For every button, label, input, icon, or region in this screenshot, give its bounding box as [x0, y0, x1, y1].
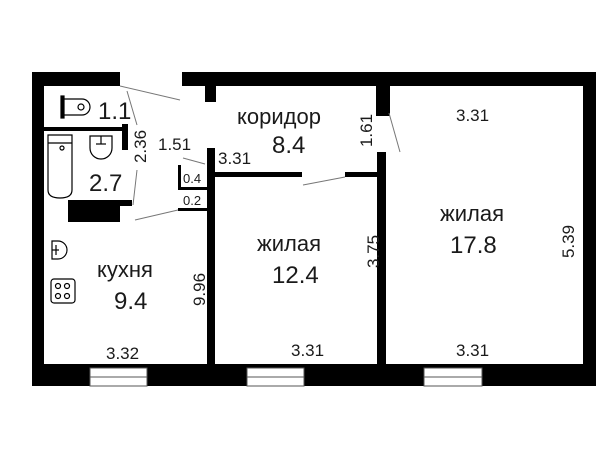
dim-living2-side: 5.39: [559, 224, 579, 259]
dim-living1-bottom: 3.31: [291, 341, 325, 360]
living2-area: 17.8: [450, 232, 497, 259]
wc-area: 1.1: [98, 98, 132, 125]
kitchen-name: кухня: [97, 257, 153, 282]
bathroom-area: 2.7: [89, 170, 123, 197]
living1-name: жилая: [257, 231, 321, 256]
dim-corridor-side: 1.61: [357, 113, 377, 148]
living2-name: жилая: [440, 201, 504, 226]
fixtures: [47, 95, 113, 304]
door-lines: [119, 85, 401, 221]
dim-living2-bottom: 3.31: [456, 341, 490, 360]
corridor-name: коридор: [237, 104, 321, 129]
dim-bath-wall: 2.36: [131, 129, 151, 164]
dim-living1-side: 3.75: [364, 234, 384, 269]
dim-kitchen-side: 9.96: [190, 272, 210, 307]
kitchen-sink-icon: [51, 240, 68, 260]
living1-area: 12.4: [272, 262, 319, 289]
dim-kitchen-bottom: 3.32: [106, 344, 140, 363]
kitchen-area: 9.4: [114, 288, 148, 315]
sink-icon: [89, 135, 113, 160]
dim-corridor-width: 3.31: [218, 149, 252, 168]
dim-living2-top: 3.31: [456, 106, 490, 125]
dim-hall-width: 1.51: [158, 135, 192, 154]
bathtub-icon: [47, 134, 73, 199]
stove-icon: [50, 278, 76, 304]
walls: [32, 72, 596, 386]
corridor-area: 8.4: [272, 132, 306, 159]
windows: [89, 367, 483, 387]
closet-a-area: 0.4: [183, 171, 202, 186]
toilet-icon: [60, 95, 91, 119]
closet-b-area: 0.2: [183, 193, 202, 208]
